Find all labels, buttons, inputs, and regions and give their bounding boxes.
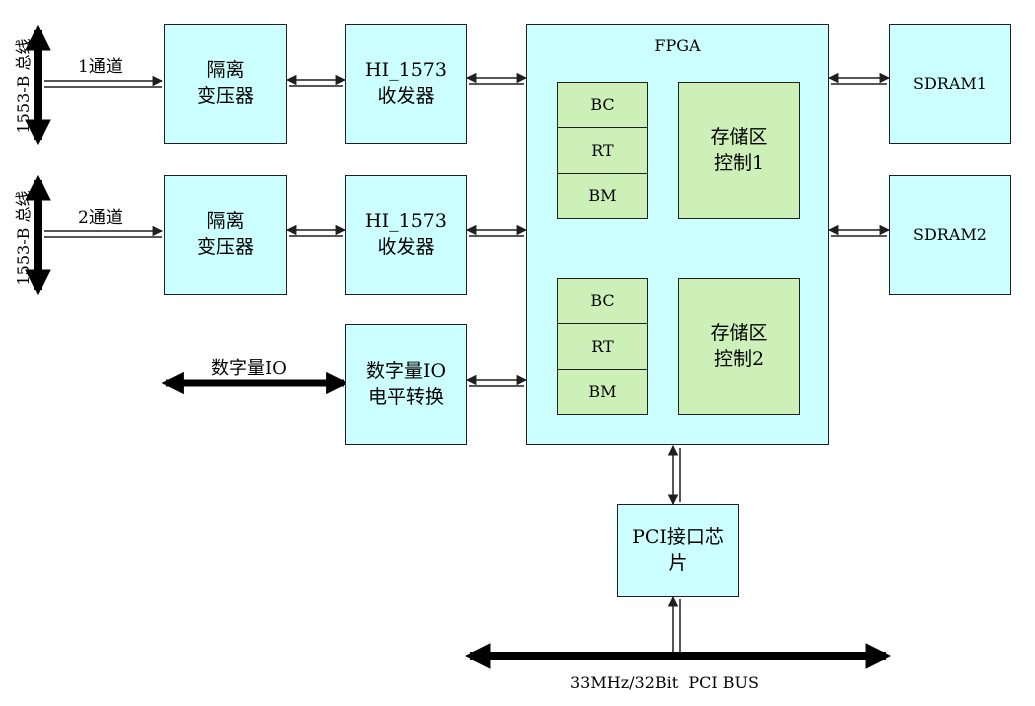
bus-label-ch2: 1553-B 总线 [14,190,33,286]
pci-interface-chip-label: PCI接口芯 片 [632,525,724,574]
sdram-1-label: SDRAM1 [913,74,987,94]
isolation-transformer-1-label: 隔离 变压器 [196,59,254,107]
pci-interface-chip: PCI接口芯 片 [617,504,739,597]
transceiver-2: HI_1573 收发器 [345,175,467,295]
pci-bus-label: 33MHz/32Bit PCI BUS [570,673,759,692]
protocol-bm-2-label: BM [588,382,617,402]
protocol-bm-2: BM [557,369,648,415]
memory-control-2-label: 存储区 控制2 [710,321,768,370]
sdram-2: SDRAM2 [889,175,1011,295]
protocol-bm-1: BM [557,173,648,219]
memory-control-1: 存储区 控制1 [678,82,800,219]
channel-label-2: 2通道 [78,208,123,228]
link-fpga-pci [667,444,681,506]
protocol-rt-2: RT [557,323,648,370]
protocol-bc-1: BC [557,82,648,128]
link-fpga-sdram2 [827,224,891,237]
digital-io-converter: 数字量IO 电平转换 [345,324,467,445]
transceiver-1: HI_1573 收发器 [345,24,467,144]
protocol-rt-1: RT [557,127,648,174]
bus-label-ch1: 1553-B 总线 [14,38,33,134]
memory-control-1-label: 存储区 控制1 [710,125,768,174]
transceiver-1-label: HI_1573 收发器 [365,59,447,107]
link-dio-fpga [465,374,528,387]
link-iso2-hi2 [285,224,347,237]
link-ch2-to-iso2 [44,225,164,238]
fpga-title: FPGA [654,36,701,55]
protocol-rt-2-label: RT [591,336,614,356]
protocol-bm-1-label: BM [588,186,617,206]
digital-io-converter-label: 数字量IO 电平转换 [365,359,447,408]
link-pci-bus [667,595,681,652]
link-ch1-to-iso1 [44,75,164,88]
protocol-rt-1-label: RT [591,140,614,160]
link-hi1-fpga [465,72,528,85]
transceiver-2-label: HI_1573 收发器 [365,210,447,258]
isolation-transformer-2: 隔离 变压器 [164,175,287,295]
link-fpga-sdram1 [827,72,891,85]
link-iso1-hi1 [285,74,347,87]
protocol-bc-2: BC [557,278,648,324]
isolation-transformer-2-label: 隔离 变压器 [196,210,254,258]
protocol-bc-2-label: BC [590,291,615,311]
memory-control-2: 存储区 控制2 [678,278,800,415]
link-hi2-fpga [465,224,528,237]
isolation-transformer-1: 隔离 变压器 [164,24,287,144]
protocol-bc-1-label: BC [590,95,615,115]
channel-label-1: 1通道 [78,57,123,77]
sdram-1: SDRAM1 [889,24,1011,144]
digital-io-label: 数字量IO [211,358,287,379]
sdram-2-label: SDRAM2 [913,225,987,245]
